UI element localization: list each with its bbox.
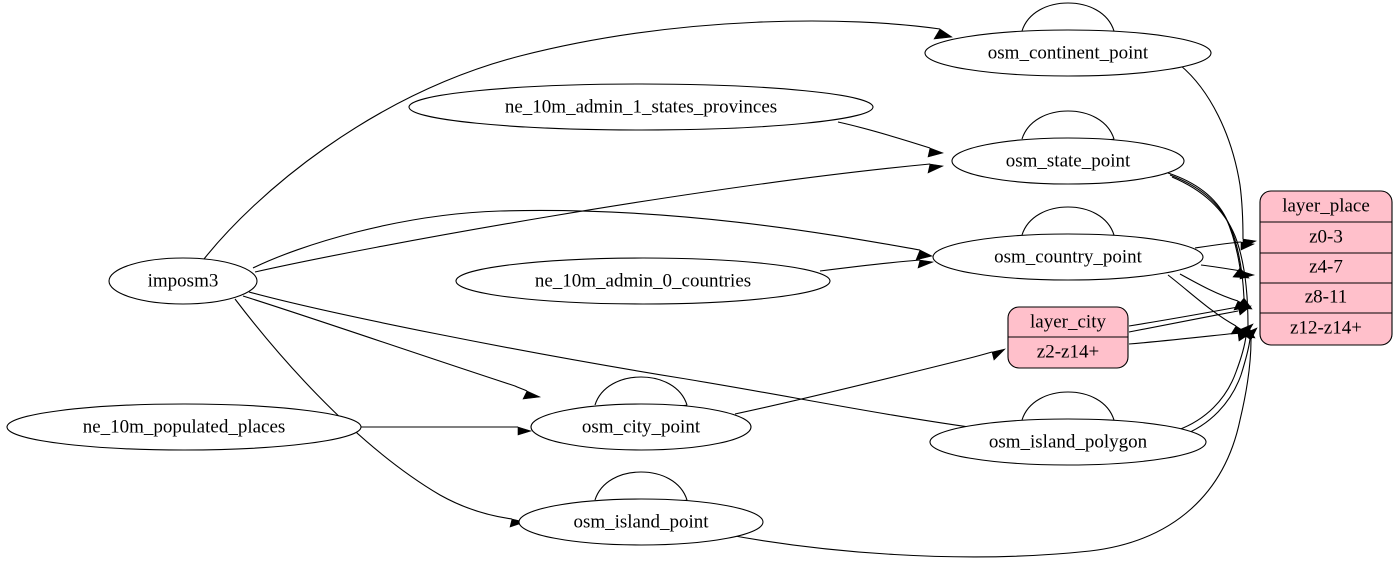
edge-ne_populated-to-osm_city_point — [361, 426, 533, 436]
edge-osm_island_point-to-layer_place-z12-z14 — [723, 327, 1258, 558]
node-osm-island-point[interactable]: osm_island_point — [518, 498, 764, 546]
node-imposm3[interactable]: imposm3 — [108, 257, 258, 305]
edge-osm_country_point-to-layer_place-z0-3 — [1194, 241, 1256, 251]
edge-layer — [203, 2, 1258, 558]
node-ne-10m-admin-0-countries[interactable]: ne_10m_admin_0_countries — [455, 257, 831, 305]
edge-osm_continent_point-to-layer_place-z0-3 — [1179, 64, 1258, 248]
edge-osm_city_point-to-layer_city-z2-z14 — [734, 348, 1006, 415]
node-osm-state-point[interactable]: osm_state_point — [951, 137, 1185, 185]
edge-ne_admin0-to-osm_country_point — [819, 259, 935, 272]
edge-imposm3-to-osm_island_point — [234, 298, 527, 528]
node-osm-country-point[interactable]: osm_country_point — [932, 233, 1204, 281]
node-osm-city-point[interactable]: osm_city_point — [530, 403, 752, 451]
edge-imposm3-to-osm_country_point — [252, 209, 933, 269]
node-osm-island-polygon[interactable]: osm_island_polygon — [929, 418, 1207, 466]
edge-osm_island_polygon-to-layer_place-z12-z14 — [1177, 323, 1254, 431]
node-ne-10m-populated-places[interactable]: ne_10m_populated_places — [6, 403, 362, 451]
edge-layer_city-to-layer_place-z8-11 — [1128, 305, 1252, 327]
edge-ne_admin1-to-osm_state_point — [837, 121, 944, 158]
edge-osm_island_polygon-to-layer_place-z12-z14-b — [1180, 338, 1251, 437]
layer-place-box[interactable] — [1259, 190, 1393, 346]
edge-imposm3-to-osm_continent_point — [203, 20, 953, 260]
node-layer-place[interactable]: layer_place z0-3 z4-7 z8-11 z12-z14+ — [1259, 190, 1393, 346]
edge-osm_country_point-to-layer_place-z12-z14 — [1167, 274, 1248, 335]
edge-osm_country_point-to-layer_place-z8-11 — [1179, 273, 1251, 311]
edge-imposm3-to-osm_state_point — [254, 163, 945, 273]
node-osm-continent-point[interactable]: osm_continent_point — [924, 29, 1212, 77]
edge-layer_city-to-layer_place-z12-z14 — [1128, 332, 1252, 345]
node-layer-city[interactable]: layer_city z2-z14+ — [1007, 306, 1129, 369]
node-ne-10m-admin-1-states-provinces[interactable]: ne_10m_admin_1_states_provinces — [408, 83, 874, 131]
edge-imposm3-to-osm_city_point — [242, 295, 542, 400]
edge-osm_country_point-to-layer_place-z4-7 — [1200, 264, 1256, 280]
edge-layer_city-to-layer_place-z8-11-b — [1128, 310, 1239, 333]
